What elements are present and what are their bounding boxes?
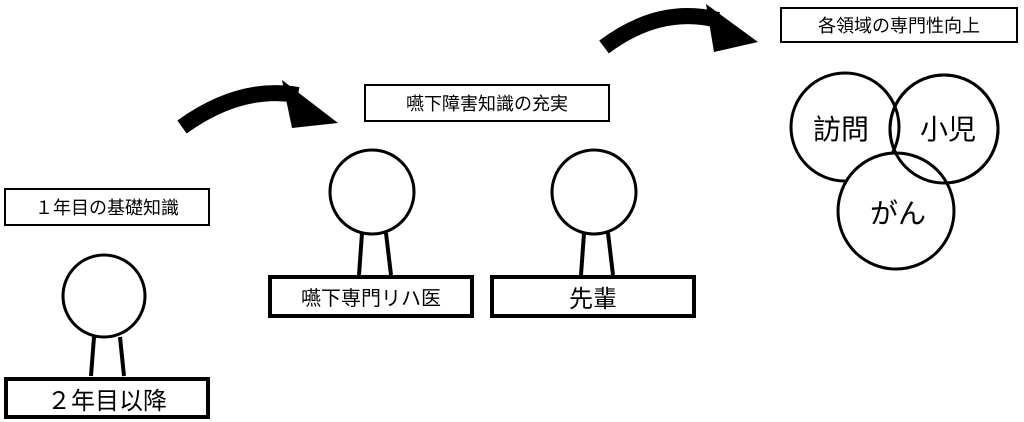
progress-arrow-2: [599, 4, 758, 54]
senior-label: 先輩: [490, 275, 696, 318]
area-pediatrics: 小児: [919, 113, 977, 146]
progress-arrow-1: [177, 80, 338, 134]
person-figure-second-year: [61, 253, 147, 377]
area-visit: 訪問: [812, 113, 870, 146]
stage2-title: 嚥下障害知識の充実: [364, 84, 610, 122]
person-figure-dysphagia-doctor: [328, 148, 416, 276]
specialty-areas-venn: [789, 71, 1000, 271]
dysphagia-doctor-label: 嚥下専門リハ医: [268, 275, 474, 318]
stage1-title: １年目の基礎知識: [4, 188, 210, 226]
stage3-title: 各領域の専門性向上: [780, 7, 1018, 43]
second-year-label: ２年目以降: [4, 377, 210, 419]
person-figure-senior: [550, 148, 638, 276]
area-cancer: がん: [869, 197, 927, 230]
